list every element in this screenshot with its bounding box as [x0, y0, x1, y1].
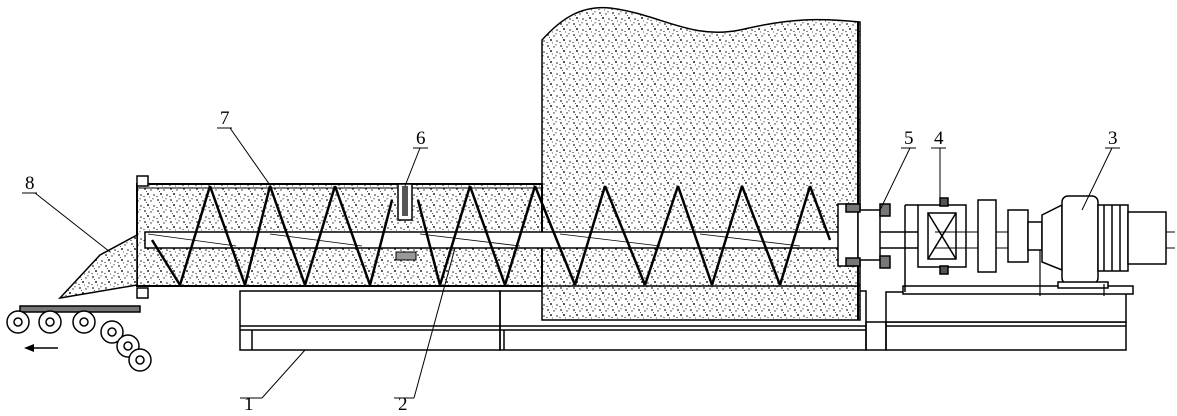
hanger-bearing: [395, 183, 417, 261]
seal-flange: [837, 203, 891, 269]
screw-flights: [150, 185, 832, 286]
discharge-pile: [57, 233, 138, 300]
part-label-8: 8: [25, 173, 35, 194]
part-label-4: 4: [934, 128, 944, 149]
grain-bin: [541, 6, 861, 321]
part-label-1: 1: [244, 394, 254, 415]
roller-conveyor: [6, 305, 152, 372]
gear-motor: [1041, 195, 1167, 289]
part-label-2: 2: [398, 394, 408, 415]
drive-pedestal: [885, 204, 1134, 323]
part-label-7: 7: [220, 108, 230, 129]
bearing-housing: [917, 197, 967, 275]
screw-shaft: [144, 231, 936, 249]
part-label-6: 6: [416, 128, 426, 149]
part-label-3: 3: [1108, 128, 1118, 149]
leader-lines: [22, 127, 1120, 399]
arrow-left-icon: [24, 344, 58, 352]
shaft-coupling: [977, 199, 1043, 273]
part-label-5: 5: [904, 128, 914, 149]
base-frame: [239, 290, 1127, 351]
